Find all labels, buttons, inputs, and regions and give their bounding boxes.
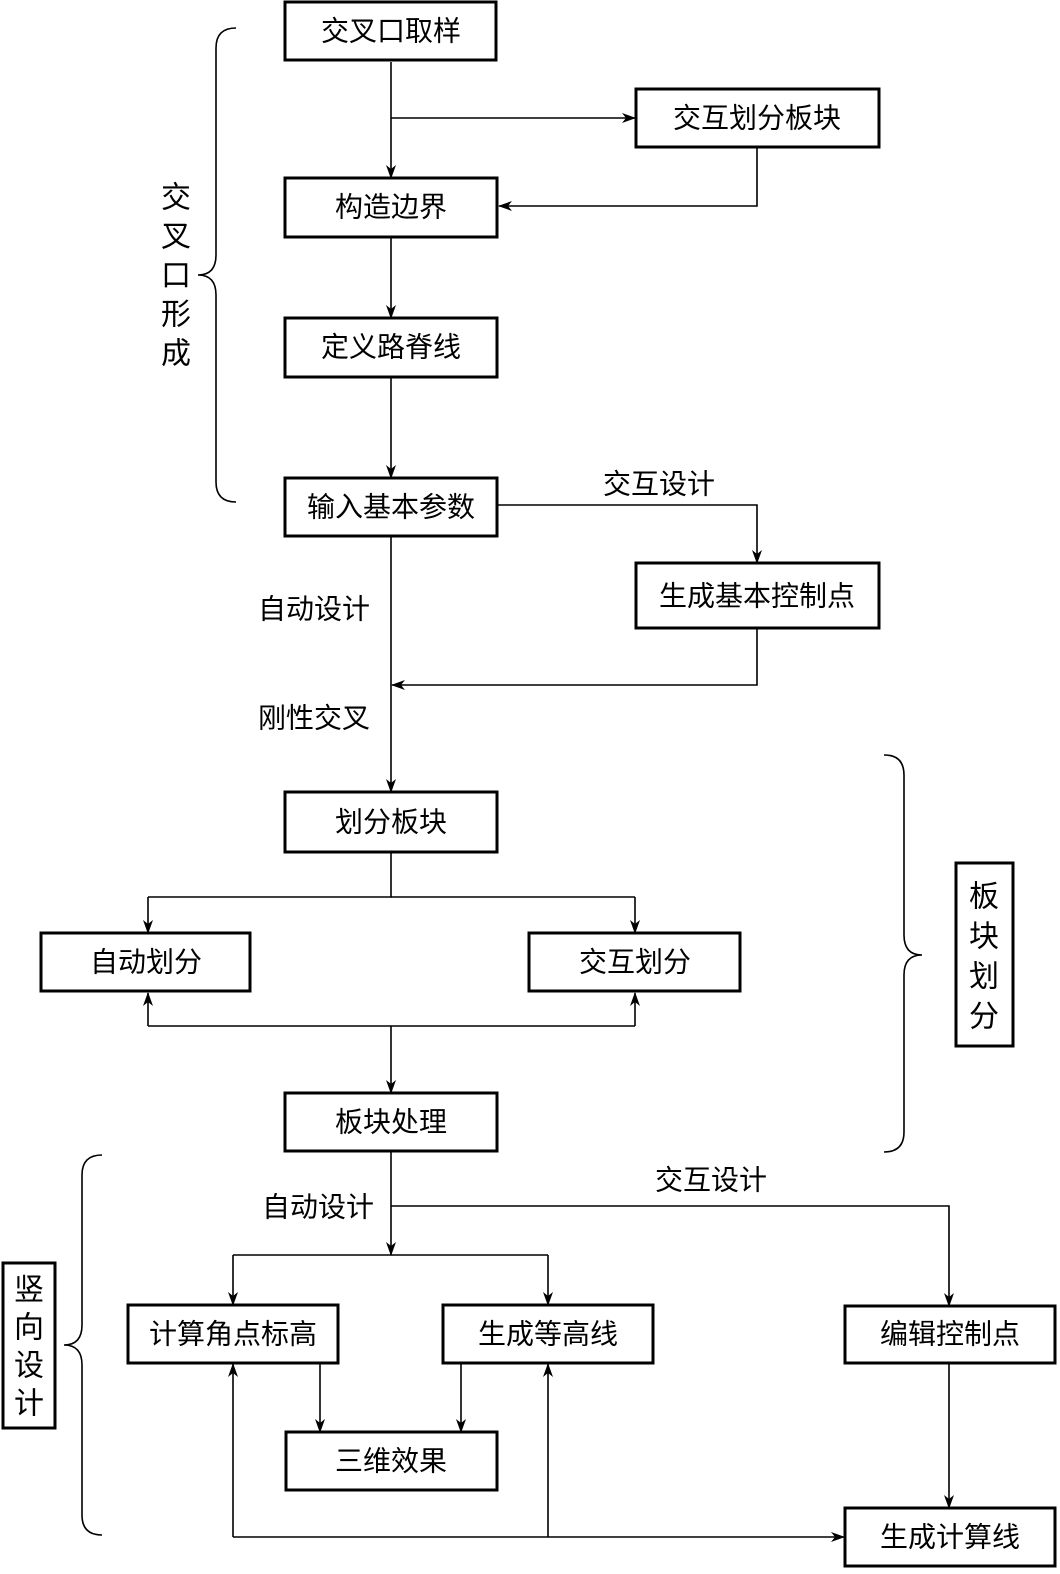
group-vertical-design-char-0: 竖 <box>14 1273 44 1308</box>
edge-label-auto-design-2: 自动设计 <box>262 1191 374 1224</box>
group-label-intersection-formation: 交 叉 口 形 成 <box>161 181 191 372</box>
node-gen-calc-lines-label: 生成计算线 <box>880 1521 1020 1554</box>
node-gen-control-points-label: 生成基本控制点 <box>659 580 855 613</box>
group-block-partition-box <box>954 861 1015 1048</box>
node-define-ridge-label: 定义路脊线 <box>321 331 461 364</box>
edge-to-edit-control-points <box>391 1205 954 1307</box>
group-intersection-formation-char-1: 叉 <box>161 220 191 255</box>
group-intersection-formation-char-2: 口 <box>161 259 191 294</box>
node-gen-calc-lines: 生成计算线 <box>843 1506 1057 1568</box>
group-vertical-design-char-1: 向 <box>14 1311 44 1346</box>
node-input-params: 输入基本参数 <box>283 476 499 538</box>
node-sampling: 交叉口取样 <box>283 0 498 62</box>
node-gen-contours-label: 生成等高线 <box>478 1318 618 1351</box>
edge-label-rigid-intersection: 刚性交叉 <box>258 702 370 735</box>
group-vertical-design-box <box>1 1261 57 1430</box>
brace-intersection-formation <box>197 27 237 503</box>
group-intersection-formation-char-4: 成 <box>161 337 191 372</box>
node-define-ridge: 定义路脊线 <box>283 316 499 379</box>
node-interactive-partition-top-label: 交互划分板块 <box>673 102 841 135</box>
node-block-processing: 板块处理 <box>283 1091 499 1153</box>
group-block-partition-char-0: 板 <box>969 880 999 915</box>
edge-label-auto-design-1: 自动设计 <box>258 593 370 626</box>
node-construct-boundary: 构造边界 <box>283 176 499 239</box>
node-interactive-partition: 交互划分 <box>527 931 742 993</box>
group-block-partition-char-3: 分 <box>969 1000 999 1035</box>
node-calc-elevation-label: 计算角点标高 <box>149 1318 317 1351</box>
node-gen-control-points: 生成基本控制点 <box>634 561 881 630</box>
edge-control-points-to-main <box>391 628 758 690</box>
node-input-params-label: 输入基本参数 <box>307 491 475 524</box>
group-vertical-design-char-2: 设 <box>14 1349 44 1384</box>
node-auto-partition: 自动划分 <box>39 931 252 993</box>
node-block-processing-label: 板块处理 <box>335 1106 447 1139</box>
node-3d-effect: 三维效果 <box>284 1430 499 1492</box>
node-3d-effect-label: 三维效果 <box>335 1445 447 1478</box>
node-interactive-partition-top: 交互划分板块 <box>634 87 881 149</box>
node-partition-blocks: 划分板块 <box>283 790 499 854</box>
node-sampling-label: 交叉口取样 <box>321 15 461 48</box>
group-block-partition-char-1: 块 <box>969 920 999 955</box>
group-label-vertical-design: 竖 向 设 计 <box>1 1261 57 1430</box>
edge-partition-fork <box>148 852 392 898</box>
brace-vertical-design <box>63 1154 103 1536</box>
group-label-block-partition: 板 块 划 分 <box>954 861 1015 1048</box>
node-edit-control-points: 编辑控制点 <box>843 1304 1057 1365</box>
group-block-partition-char-2: 划 <box>969 960 999 995</box>
group-intersection-formation-char-3: 形 <box>161 298 191 333</box>
edge-interactive-partition-to-boundary <box>498 148 758 211</box>
node-partition-blocks-label: 划分板块 <box>335 806 447 839</box>
node-calc-elevation: 计算角点标高 <box>126 1303 340 1365</box>
group-vertical-design-char-3: 计 <box>14 1387 44 1422</box>
edge-label-interactive-design-1: 交互设计 <box>603 468 715 501</box>
node-construct-boundary-label: 构造边界 <box>335 191 447 224</box>
node-auto-partition-label: 自动划分 <box>90 946 202 979</box>
edge-label-interactive-design-2: 交互设计 <box>655 1164 767 1197</box>
group-intersection-formation-char-0: 交 <box>161 181 191 216</box>
node-interactive-partition-label: 交互划分 <box>579 946 691 979</box>
node-edit-control-points-label: 编辑控制点 <box>880 1318 1020 1351</box>
node-gen-contours: 生成等高线 <box>441 1303 655 1365</box>
edges <box>143 62 954 1542</box>
edge-input-to-control-points <box>498 504 762 564</box>
brace-block-partition <box>883 754 923 1153</box>
